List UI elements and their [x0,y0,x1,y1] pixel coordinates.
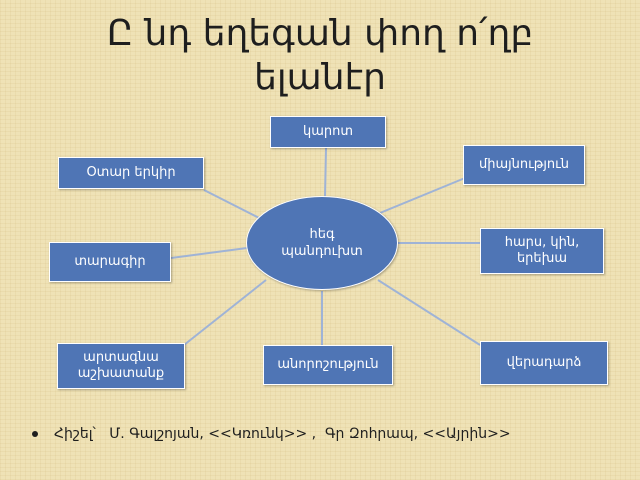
line-bottom-left [183,279,267,346]
bullet-dot [32,431,38,437]
line-top-left [203,189,264,221]
line-top-right [379,177,466,214]
node-bottom-center: անորոշություն [263,345,393,385]
footer-note: Հիշել՝ Մ. Գալշոյան, <<Կռունկ>> , Գր Զոհր… [32,426,632,442]
line-bottom-right [377,279,481,346]
slide-title: Ը նդ եղեգան փող ո՛ղբ ելանէր [106,13,534,98]
footer-text: Հիշել՝ Մ. Գալշոյան, <<Կռունկ>> , Գր Զոհր… [54,426,511,442]
node-top-left: Օտար երկիր [58,157,204,189]
node-top: կարոտ [270,116,386,148]
node-mid-right: հարս, կին, երեխա [480,228,604,274]
node-bottom-left: արտագնա աշխատանք [57,343,185,389]
line-top [324,147,327,198]
line-mid-left [170,247,248,259]
node-bottom-right: վերադարձ [480,341,608,385]
node-top-right: միայնություն [463,145,585,185]
center-node: հեգ պանդուխտ [246,196,398,290]
node-mid-left: տարագիր [49,242,171,282]
